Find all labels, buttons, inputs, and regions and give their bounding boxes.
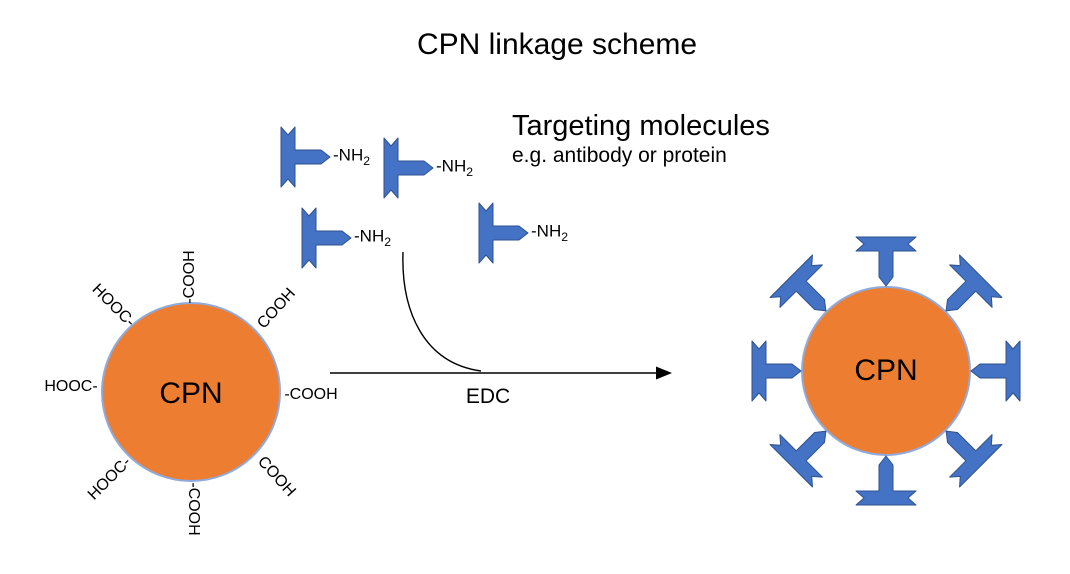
reaction-arrowhead — [656, 366, 672, 380]
amine-label: -NH2 — [333, 147, 370, 168]
targeting-text-block: Targeting molecules e.g. antibody or pro… — [512, 110, 770, 167]
targeting-subheading: e.g. antibody or protein — [512, 144, 727, 167]
amine-label-subscript: 2 — [384, 235, 392, 250]
right-cpn-label: CPN — [854, 354, 918, 387]
antibody-icon — [855, 455, 917, 506]
amine-label-text: -NH — [354, 226, 385, 246]
carboxyl-label-top: -COOH — [181, 250, 198, 304]
antibody-icon — [478, 202, 529, 264]
amine-label-text: -NH — [531, 221, 562, 241]
right-cpn-particle — [801, 286, 971, 456]
antibody-icon — [301, 207, 352, 269]
amine-label-subscript: 2 — [363, 154, 371, 169]
carboxyl-label-bottom: -COOH — [185, 482, 202, 536]
amine-label: -NH2 — [531, 223, 568, 244]
carboxyl-label-left: HOOC- — [44, 378, 98, 395]
targeting-heading: Targeting molecules — [512, 110, 770, 142]
amine-label-subscript: 2 — [561, 230, 569, 245]
antibody-icon — [855, 236, 917, 287]
amine-label: -NH2 — [354, 228, 391, 249]
antibody-icon — [970, 340, 1021, 402]
left-cpn-particle — [101, 302, 281, 482]
amine-label: -NH2 — [436, 158, 473, 179]
reaction-curve — [402, 251, 482, 372]
amine-label-subscript: 2 — [466, 165, 474, 180]
diagram-title: CPN linkage scheme — [416, 28, 698, 61]
left-cpn-label: CPN — [159, 377, 223, 410]
amine-label-text: -NH — [333, 145, 364, 165]
antibody-icon — [280, 126, 331, 188]
antibody-icon — [751, 340, 802, 402]
antibody-icon — [383, 137, 434, 199]
amine-label-text: -NH — [436, 156, 467, 176]
edc-label: EDC — [465, 385, 511, 408]
carboxyl-label-right: -COOH — [284, 386, 338, 403]
